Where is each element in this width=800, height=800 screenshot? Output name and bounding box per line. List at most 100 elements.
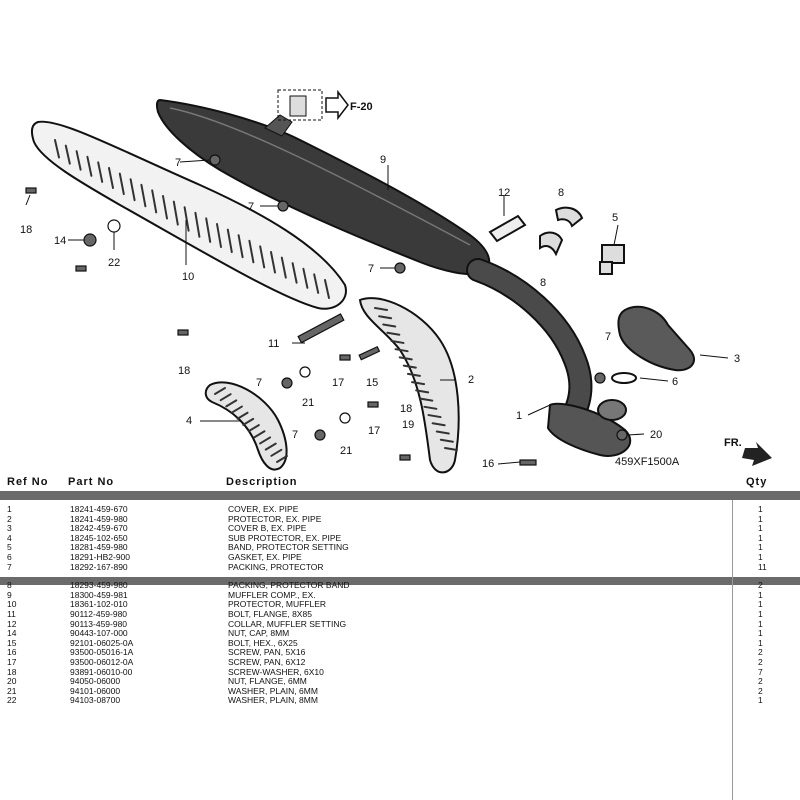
callout-number: 11: [268, 338, 279, 350]
qty-cell: 2: [758, 685, 763, 696]
description-cell: SCREW, PAN, 5X16: [228, 647, 306, 658]
qty-cell: 1: [758, 532, 763, 543]
callout-number: 12: [498, 187, 510, 199]
sub-protector-part-4: [204, 381, 288, 471]
description-cell: NUT, CAP, 8MM: [228, 628, 290, 639]
ref-no-cell: 12: [7, 618, 17, 629]
description-cell: COLLAR, MUFFLER SETTING: [228, 618, 347, 629]
description-cell: BOLT, FLANGE, 8X85: [228, 609, 312, 619]
callout-number: 18: [20, 224, 32, 236]
leader-lines: [25, 159, 729, 465]
ref-no-cell: 7: [7, 561, 12, 572]
reference-f20-box: F-20: [277, 89, 373, 121]
qty-cell: 1: [758, 695, 763, 706]
front-label: FR.: [724, 437, 742, 449]
f20-reference-label: F-20: [350, 101, 373, 113]
washer-22: [107, 219, 121, 233]
qty-cell: 11: [758, 561, 767, 572]
qty-cell: 1: [758, 637, 763, 648]
callout-number: 17: [332, 377, 344, 389]
part-no-cell: 18242-459-670: [70, 523, 128, 534]
pipe-protector-part-2: [358, 297, 460, 474]
description-cell: SUB PROTECTOR, EX. PIPE: [228, 532, 342, 543]
callout-number: 14: [54, 235, 66, 247]
part-no-cell: 18245-102-650: [70, 532, 128, 543]
band-part-5: [599, 244, 625, 275]
part-no-cell: 18241-459-670: [70, 504, 128, 514]
ref-no-cell: 5: [7, 542, 12, 553]
description-cell: SCREW, PAN, 6X12: [228, 657, 306, 667]
callout-number: 7: [605, 331, 611, 343]
table-row: 18 93891-06010-00 SCREW-WASHER, 6X10 7: [0, 667, 800, 677]
description-cell: SCREW-WASHER, 6X10: [228, 666, 324, 677]
callout-number: 15: [366, 377, 378, 389]
part-no-cell: 18281-459-980: [70, 542, 128, 553]
cover-b-part-3: [617, 305, 695, 372]
part-no-cell: 90443-107-000: [70, 628, 128, 639]
callout-number: 6: [672, 376, 678, 388]
ref-no-cell: 15: [7, 637, 17, 648]
part-no-cell: 93891-06010-00: [70, 666, 133, 677]
qty-cell: 1: [758, 628, 763, 639]
callout-number: 8: [540, 277, 546, 289]
description-cell: MUFFLER COMP., EX.: [228, 589, 316, 600]
part-no-cell: 18293-459-980: [70, 580, 128, 591]
ref-no-cell: 21: [7, 685, 17, 696]
muffler-part-9: [155, 98, 491, 276]
callout-number: 2: [468, 374, 474, 386]
description-cell: COVER, EX. PIPE: [228, 504, 299, 514]
callout-number: 10: [182, 271, 194, 283]
callout-number: 4: [186, 415, 192, 427]
ref-no-cell: 18: [7, 666, 17, 677]
description-cell: PACKING, PROTECTOR: [228, 561, 324, 572]
callout-number: 7: [368, 263, 374, 275]
part-no-cell: 18300-459-981: [70, 589, 128, 600]
ref-no-cell: 14: [7, 628, 17, 639]
qty-cell: 1: [758, 504, 763, 514]
description-cell: WASHER, PLAIN, 8MM: [228, 695, 318, 706]
ref-no-cell: 8: [7, 580, 12, 591]
ref-no-cell: 22: [7, 695, 17, 706]
callout-number: 21: [302, 397, 314, 409]
description-cell: PROTECTOR, EX. PIPE: [228, 513, 322, 524]
ref-no-cell: 10: [7, 599, 17, 610]
part-no-cell: 94050-06000: [70, 676, 121, 687]
qty-cell: 7: [758, 666, 763, 677]
part-no-cell: 90112-459-980: [70, 609, 128, 619]
description-cell: NUT, FLANGE, 6MM: [228, 676, 307, 687]
table-row: 7 18292-167-890 PACKING, PROTECTOR 11: [0, 562, 800, 572]
callout-number: 7: [248, 201, 254, 213]
qty-cell: 2: [758, 580, 763, 591]
qty-cell: 1: [758, 513, 763, 524]
ref-no-cell: 11: [7, 609, 16, 619]
exploded-parts-diagram: F-20 FR. 459XF1500A: [20, 89, 772, 474]
figure-code: 459XF1500A: [615, 456, 680, 468]
bolt-11: [297, 313, 345, 344]
ref-no-cell: 3: [7, 523, 12, 534]
part-no-cell: 18361-102-010: [70, 599, 128, 610]
part-no-cell: 18292-167-890: [70, 561, 128, 572]
ref-no-cell: 2: [7, 513, 12, 524]
callout-number: 22: [108, 257, 120, 269]
part-no-cell: 93500-05016-1A: [70, 647, 134, 658]
qty-cell: 1: [758, 552, 763, 562]
description-cell: BOLT, HEX., 6X25: [228, 637, 298, 648]
qty-column-rule: [732, 500, 733, 800]
qty-cell: 2: [758, 676, 763, 687]
description-cell: PROTECTOR, MUFFLER: [228, 599, 327, 610]
qty-cell: 1: [758, 618, 763, 629]
ref-no-cell: 9: [7, 589, 12, 600]
callout-number: 18: [400, 403, 412, 415]
description-cell: COVER B, EX. PIPE: [228, 523, 307, 534]
